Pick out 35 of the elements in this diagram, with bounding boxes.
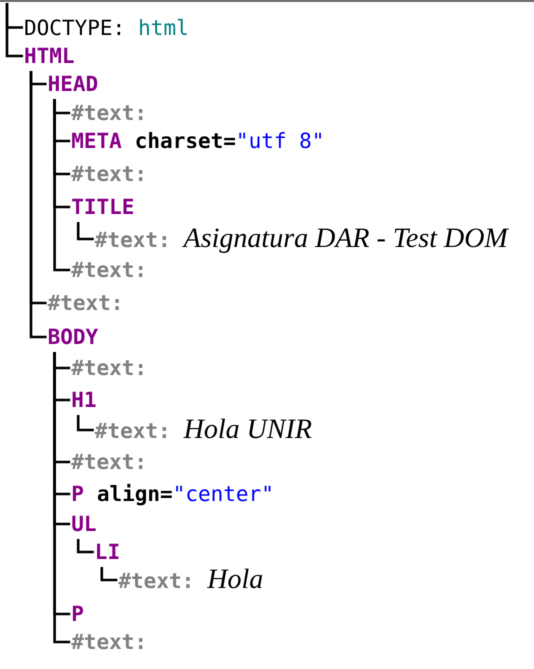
tag-name: LI — [94, 540, 120, 564]
tree-connector — [53, 99, 70, 272]
node-value: html — [138, 16, 189, 40]
text-node-label: #text: — [71, 101, 148, 125]
text-node-label: #text: — [71, 258, 148, 282]
tag-name: P — [71, 482, 84, 506]
tree-connector — [76, 539, 94, 554]
text-content: Asignatura DAR - Test DOM — [184, 223, 508, 254]
attribute-name: charset= — [134, 129, 236, 153]
tree-connector — [76, 415, 94, 432]
tag-name: BODY — [48, 325, 98, 349]
tag-name: P — [71, 602, 84, 626]
tree-connector — [6, 3, 23, 58]
text-node-label: #text: — [71, 162, 148, 186]
attribute-name: align= — [96, 482, 173, 506]
text-content: Hola — [207, 564, 264, 595]
text-node-label: #text: — [94, 419, 171, 443]
text-node-label: #text: — [94, 228, 171, 252]
attribute-value: "center" — [172, 482, 274, 506]
tag-name: META — [71, 129, 122, 153]
tag-name: H1 — [71, 388, 96, 412]
tag-name: HEAD — [48, 72, 98, 96]
attribute-value: "utf 8" — [236, 129, 324, 153]
text-node-label: #text: — [71, 450, 148, 474]
node-type-label: DOCTYPE: — [24, 16, 126, 40]
text-node-label: #text: — [71, 356, 148, 380]
tag-name: UL — [71, 512, 96, 536]
text-node-label: #text: — [71, 630, 148, 654]
text-node-label: #text: — [118, 569, 194, 593]
tree-connector — [100, 567, 118, 582]
tree-connector — [76, 222, 94, 240]
tag-name: TITLE — [71, 195, 134, 219]
text-node-label: #text: — [48, 291, 124, 315]
tag-name: HTML — [24, 44, 75, 68]
text-content: Hola UNIR — [184, 414, 312, 445]
